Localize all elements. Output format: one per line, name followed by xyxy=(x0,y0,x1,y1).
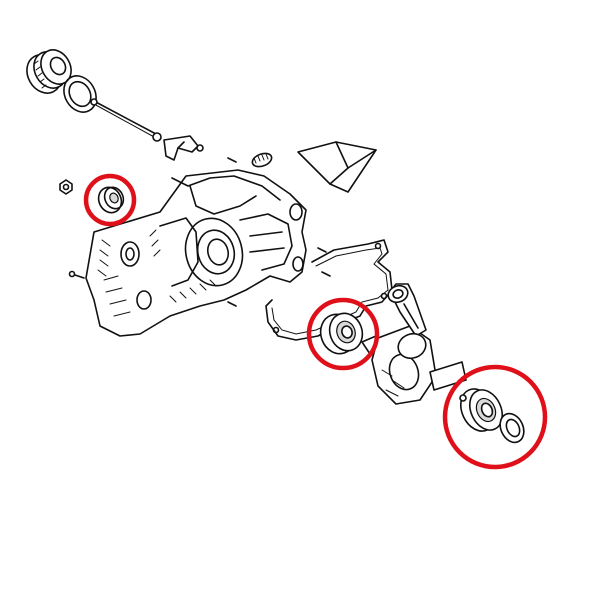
long-rod xyxy=(90,98,162,142)
threaded-collar xyxy=(26,49,72,94)
crankcase-housing xyxy=(85,169,307,337)
bracket xyxy=(163,135,204,161)
dowel-pins xyxy=(68,157,331,307)
clutch-bearing xyxy=(459,388,504,432)
cover-plate xyxy=(297,141,377,193)
washer-ring xyxy=(63,75,97,113)
threaded-sleeve xyxy=(251,152,273,168)
small-nut xyxy=(59,179,73,195)
crankshaft xyxy=(361,283,467,405)
clutch-side-seal xyxy=(499,412,525,444)
gasket xyxy=(265,239,393,341)
flywheel-bearing xyxy=(319,312,364,355)
small-seal xyxy=(97,186,125,214)
flywheel-side-bearing-marker xyxy=(306,297,380,371)
small-seal-marker xyxy=(83,173,137,227)
clutch-side-bearing-marker xyxy=(442,364,548,470)
